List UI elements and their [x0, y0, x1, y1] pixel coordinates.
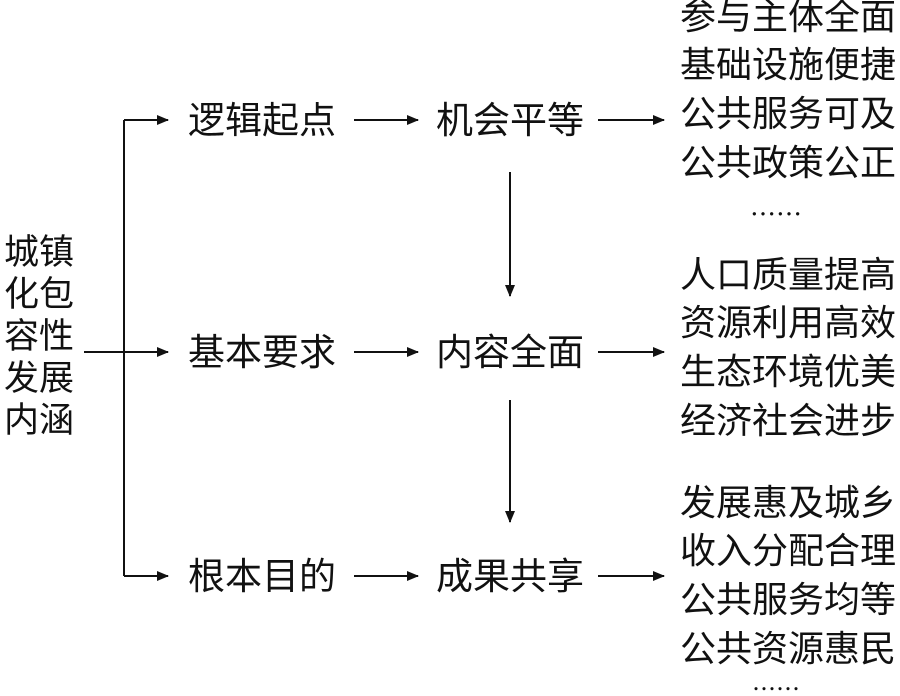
list-item-ellipsis: …… [752, 668, 800, 696]
result-node-comprehensive-content: 内容全面 [436, 331, 584, 374]
aspect-node-logical-start: 逻辑起点 [188, 99, 336, 142]
list-item: 公共服务可及 [680, 94, 897, 135]
root-label-line: 化包 [4, 275, 75, 315]
list-item: 发展惠及城乡 [680, 483, 897, 524]
list-item: 公共服务均等 [680, 580, 897, 621]
root-label-line: 城镇 [4, 233, 75, 273]
aspect-node-fundamental-goal: 根本目的 [188, 555, 336, 598]
list-item: 公共资源惠民 [680, 629, 897, 670]
list-item: 人口质量提高 [680, 255, 897, 296]
list-item: 公共政策公正 [680, 143, 897, 184]
list-item: 经济社会进步 [680, 401, 897, 442]
result-node-equal-opportunity: 机会平等 [436, 99, 584, 142]
list-item-ellipsis: …… [750, 192, 802, 222]
list-item: 收入分配合理 [680, 531, 897, 572]
list-item: 参与主体全面 [680, 0, 897, 38]
root-label-line: 内涵 [4, 401, 75, 441]
list-item: 资源利用高效 [680, 303, 897, 344]
list-item: 基础设施便捷 [680, 45, 897, 86]
list-item: 生态环境优美 [680, 352, 897, 393]
root-label-line: 容性 [4, 317, 75, 357]
root-label-line: 发展 [4, 359, 75, 399]
aspect-node-basic-requirement: 基本要求 [188, 331, 336, 374]
result-node-shared-outcomes: 成果共享 [436, 555, 584, 598]
